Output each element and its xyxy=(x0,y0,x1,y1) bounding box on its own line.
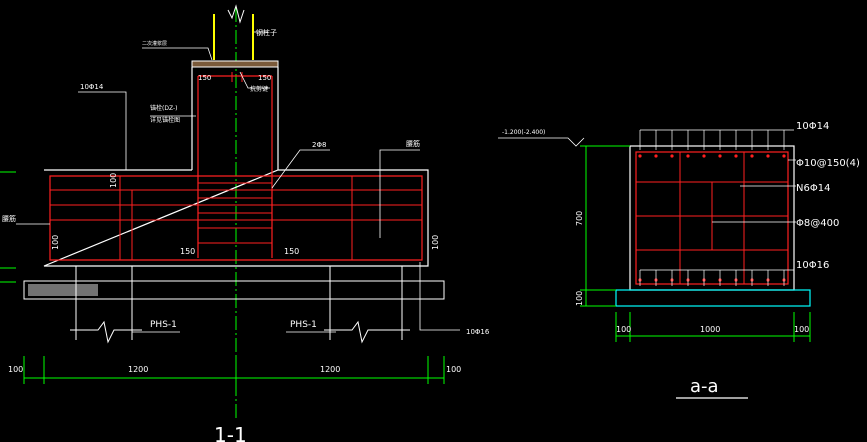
label-stirrups: Φ10@150(4) xyxy=(796,158,860,169)
label-top-note: 二次灌浆层 xyxy=(142,40,167,47)
stirrup-inner xyxy=(679,151,745,285)
label-left-note: 腰筋 xyxy=(2,214,16,223)
label-right-note: 腰筋 xyxy=(406,139,420,148)
dim-base: 100 xyxy=(575,291,584,306)
dim-left-end: 100 xyxy=(8,365,23,374)
dim-width-mid: 1000 xyxy=(700,325,720,334)
dim-width-right: 100 xyxy=(794,325,809,334)
leader-right-note xyxy=(379,149,420,238)
top-leader-comb xyxy=(639,129,794,150)
column-break-mark xyxy=(227,4,245,24)
label-inner-left-150: 150 xyxy=(180,247,195,256)
dim-width-left: 100 xyxy=(616,325,631,334)
pile-right-break xyxy=(324,320,410,344)
label-bottom-bars: 10Φ16 xyxy=(796,260,829,271)
footing-outline xyxy=(43,169,429,267)
pile-left xyxy=(75,266,133,340)
bottom-bar-dots xyxy=(638,278,786,282)
label-pile-left: PHS-1 xyxy=(150,320,177,330)
label-bolt-b: 详见锚栓图 xyxy=(150,116,180,124)
grout-layer xyxy=(191,60,279,68)
blinding-layer xyxy=(23,280,445,300)
label-column: 钢柱子 xyxy=(256,28,277,37)
dim-right-span: 1200 xyxy=(320,365,340,374)
pile-left-break xyxy=(70,320,142,344)
section-a-a: -1.200(-2.400) 10Φ14 xyxy=(498,121,860,399)
dim-left-span: 1200 xyxy=(128,365,148,374)
section-1-1: 二次灌浆层 钢柱子 抗剪键 10Φ14 锚栓(DZ-) 详见锚栓图 2Φ8 腰筋… xyxy=(0,4,490,442)
label-inner-right-150: 150 xyxy=(284,247,299,256)
bottom-leader-comb xyxy=(639,269,794,286)
label-rebar-top: 10Φ14 xyxy=(80,83,104,91)
elevation-symbol xyxy=(498,137,585,147)
label-side-100-upper: 100 xyxy=(109,173,118,188)
dim-right-end: 100 xyxy=(446,365,461,374)
section-title-1-1: 1-1 xyxy=(214,423,247,442)
label-side-100-left: 100 xyxy=(51,235,60,250)
top-bar-dots xyxy=(638,154,786,158)
dim-height: 700 xyxy=(575,211,584,226)
label-pile-right: PHS-1 xyxy=(290,320,317,330)
section-title-a-a: a-a xyxy=(690,376,719,397)
label-side-bars: N6Φ14 xyxy=(796,183,830,194)
label-ties: Φ8@400 xyxy=(796,218,839,229)
label-pier-left-150: 150 xyxy=(198,74,211,82)
label-rebar-bottom: 10Φ16 xyxy=(466,328,490,336)
leader-rebar-top xyxy=(78,91,127,170)
pier-outline xyxy=(191,67,279,170)
label-pier-right-150: 150 xyxy=(258,74,271,82)
blinding-hatch xyxy=(28,284,98,296)
footing-rebar-cage xyxy=(49,175,423,261)
label-side-100-right: 100 xyxy=(431,235,440,250)
label-top-bars: 10Φ14 xyxy=(796,121,829,132)
label-bolt-a: 锚栓(DZ-) xyxy=(150,104,177,112)
leader-bottom-bar xyxy=(419,262,460,331)
beam-base xyxy=(615,289,811,307)
label-elevation: -1.200(-2.400) xyxy=(502,129,545,136)
label-plate-note: 抗剪键 xyxy=(250,85,268,93)
pile-right xyxy=(329,266,403,340)
leader-stirrup xyxy=(271,149,330,189)
label-stirrup: 2Φ8 xyxy=(312,141,326,149)
leader-grout xyxy=(142,47,213,61)
leader-plate xyxy=(239,71,270,89)
